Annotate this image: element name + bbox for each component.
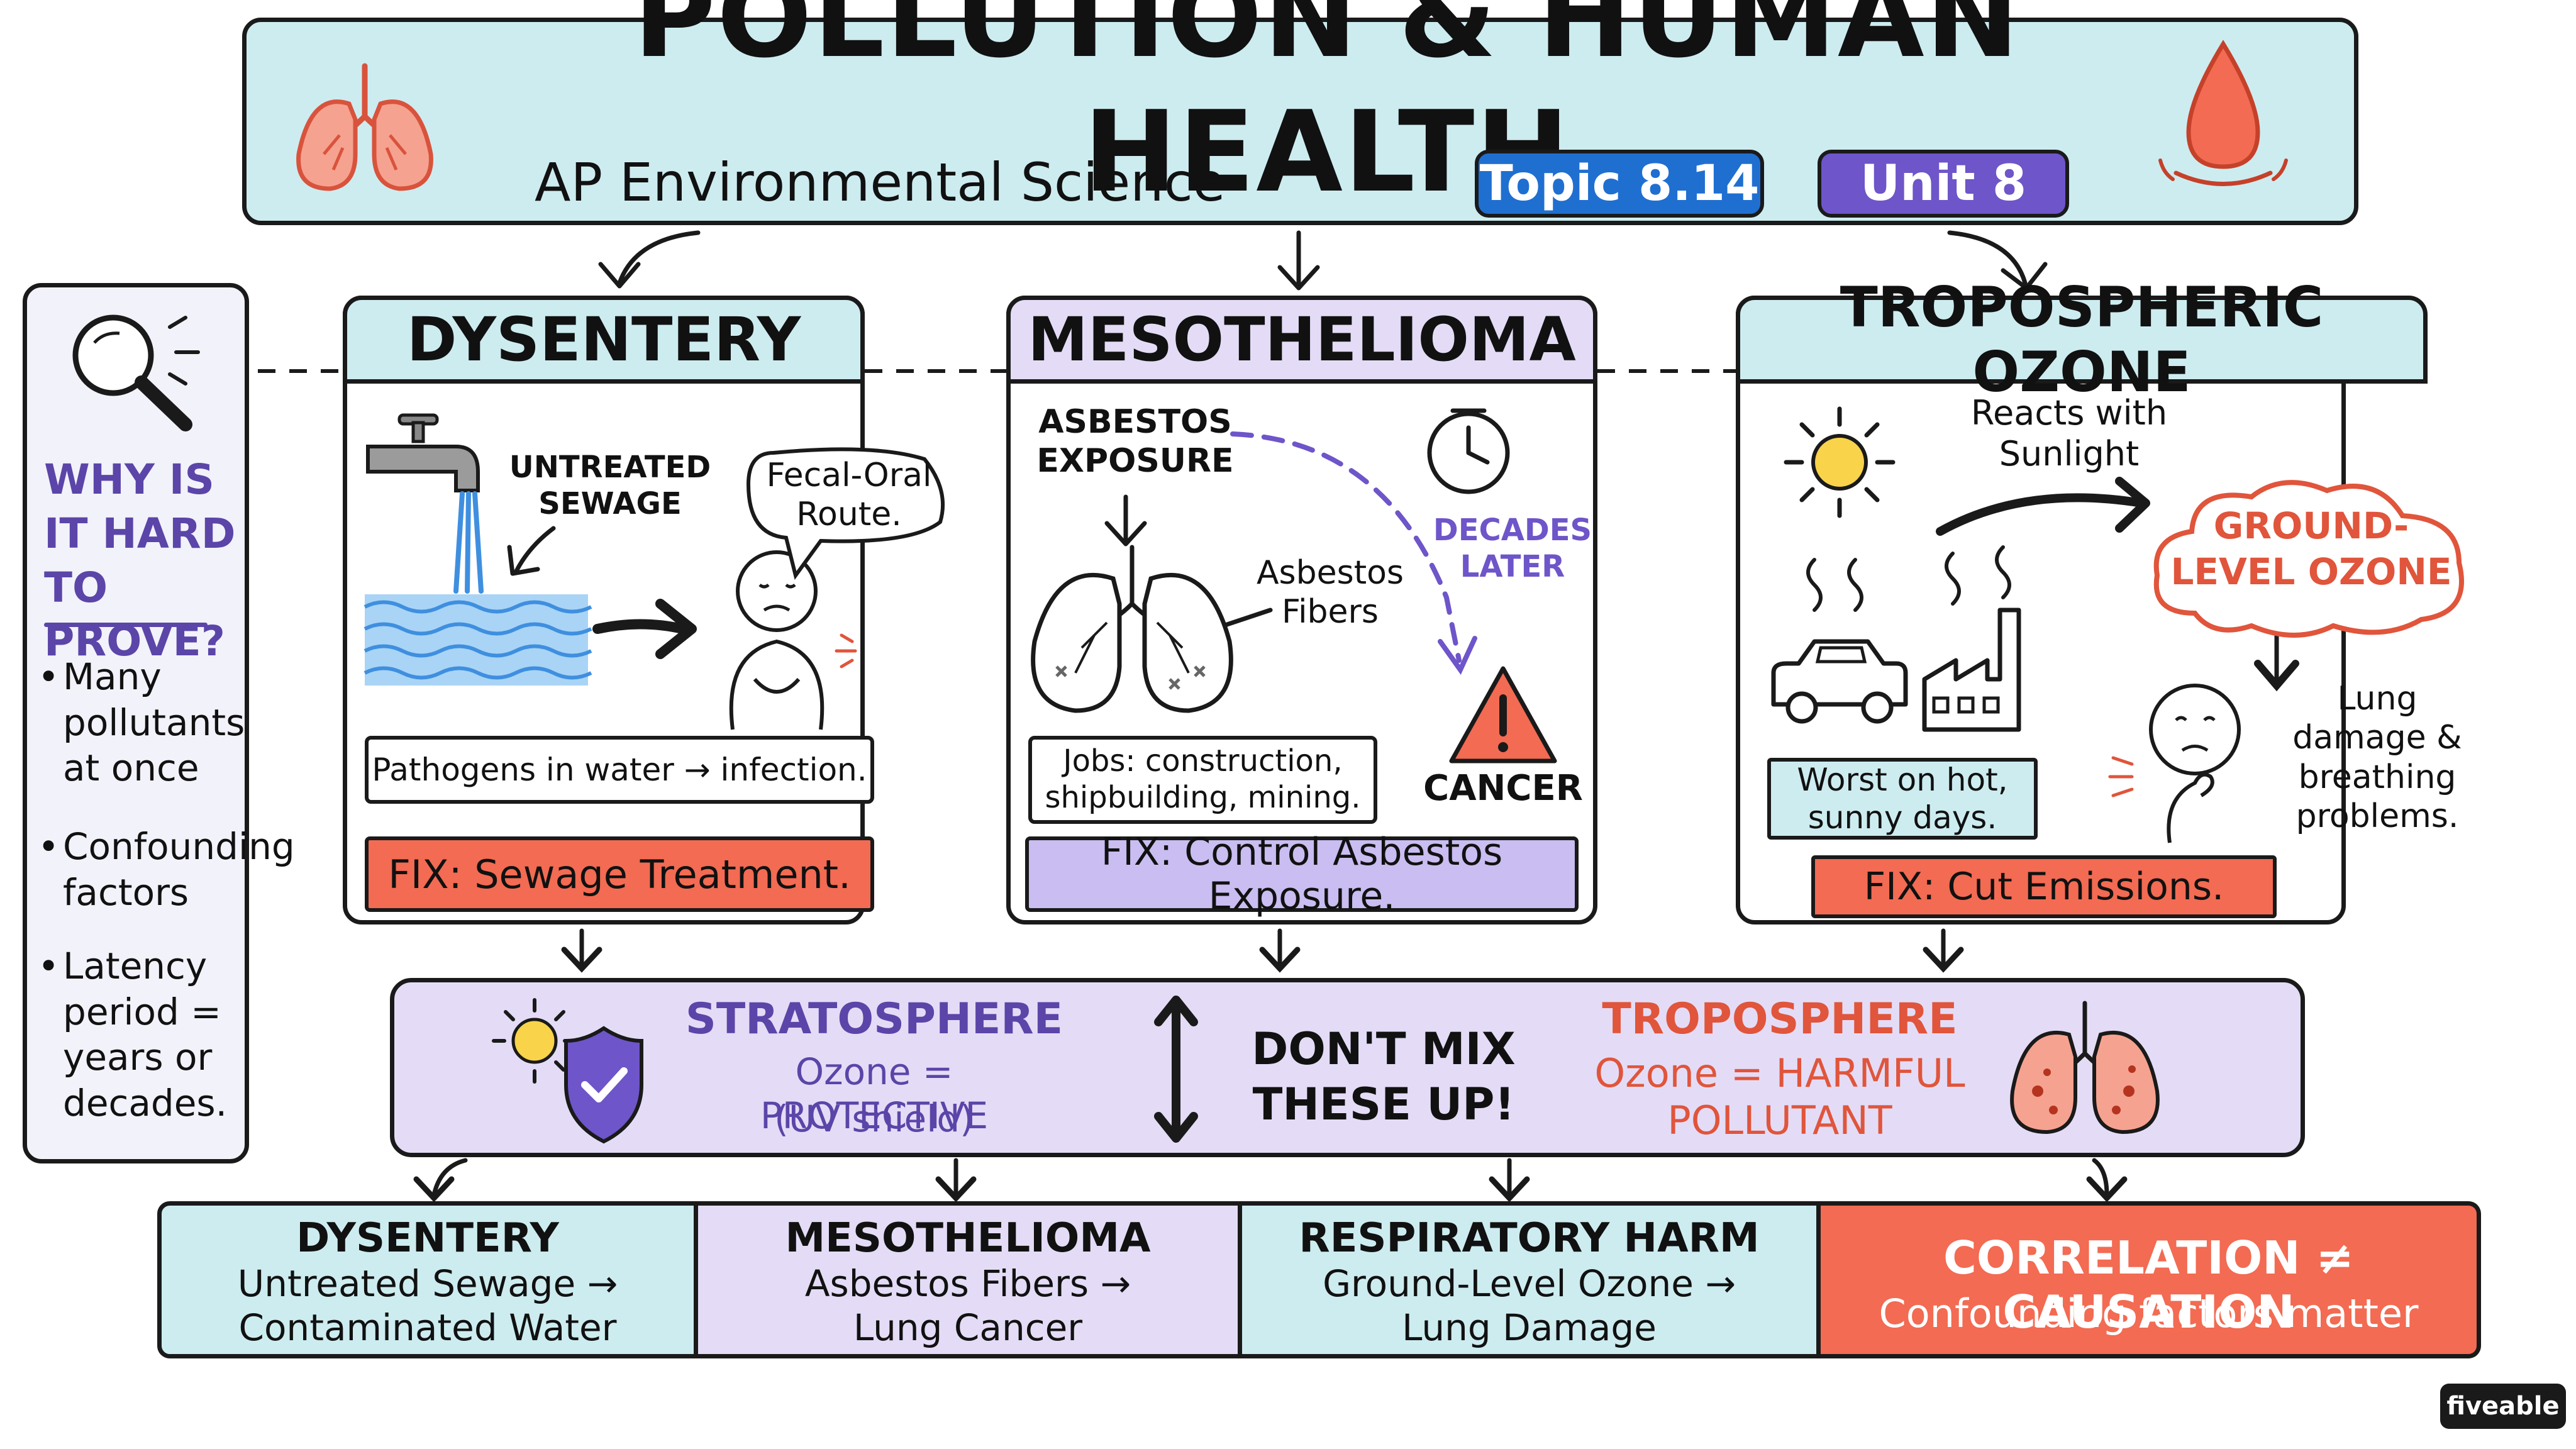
dysentery-fix: FIX: Sewage Treatment. bbox=[365, 836, 874, 912]
sidebar-bullet-3: • Latency period = years or decades. bbox=[38, 945, 228, 1124]
lung-damage-label: Lung damage & breathing problems. bbox=[2292, 680, 2462, 836]
troposphere-note: POLLUTANT bbox=[1667, 1097, 1892, 1143]
decades-later-label: DECADES LATER bbox=[1433, 513, 1592, 584]
page-subtitle: AP Environmental Science bbox=[535, 152, 1226, 213]
sidebar-bullet-2: • Confounding factors bbox=[38, 825, 295, 914]
mesothelioma-fix: FIX: Control Asbestos Exposure. bbox=[1025, 830, 1579, 918]
cloud-shape bbox=[2153, 480, 2464, 638]
summary-dysentery-line1: Untreated Sewage → bbox=[237, 1262, 618, 1305]
summary-mesothelioma-title: MESOTHELIOMA bbox=[785, 1215, 1151, 1262]
summary-correlation-title: CORRELATION ≠ CAUSATION bbox=[1943, 1231, 2354, 1339]
untreated-sewage-label: UNTREATED SEWAGE bbox=[509, 450, 711, 521]
magnifier-icon bbox=[72, 314, 200, 431]
summary-dysentery-line2: Contaminated Water bbox=[238, 1306, 617, 1349]
lungs-icon bbox=[296, 63, 433, 191]
troposphere-desc: Ozone = HARMFUL bbox=[1594, 1050, 1965, 1096]
double-arrow-icon bbox=[1154, 996, 1198, 1143]
factory-icon bbox=[1922, 545, 2021, 732]
stratosphere-desc: Ozone = PROTECTIVE bbox=[760, 1050, 989, 1137]
sidebar-bullet-1: • Many pollutants at once bbox=[38, 655, 245, 789]
clock-icon bbox=[1427, 408, 1510, 494]
cancer-label: CANCER bbox=[1423, 768, 1583, 809]
sidebar-divider bbox=[44, 623, 208, 627]
sidebar-panel bbox=[23, 283, 249, 1163]
water-waves-icon bbox=[364, 594, 592, 686]
comparison-band bbox=[390, 978, 2305, 1157]
mesothelioma-caption: Jobs: construction, shipbuilding, mining… bbox=[1028, 736, 1377, 824]
asbestos-exposure-label: ASBESTOS EXPOSURE bbox=[1036, 403, 1234, 480]
dysentery-caption: Pathogens in water → infection. bbox=[365, 736, 874, 804]
summary-mesothelioma-line2: Lung Cancer bbox=[853, 1306, 1083, 1349]
summary-correlation: CORRELATION ≠ CAUSATION Confounding fact… bbox=[1821, 1201, 2481, 1358]
troposphere-title: TROPOSPHERE bbox=[1602, 994, 1958, 1044]
asbestos-fibers-label: Asbestos Fibers bbox=[1256, 554, 1404, 631]
ground-level-ozone-label: GROUND-LEVEL OZONE bbox=[2170, 504, 2452, 593]
car-smoke-icon bbox=[1771, 558, 1908, 724]
mesothelioma-title: MESOTHELIOMA bbox=[1006, 296, 1597, 384]
summary-dysentery: DYSENTERY Untreated Sewage → Contaminate… bbox=[157, 1201, 698, 1358]
water-drop-icon bbox=[2158, 40, 2288, 186]
summary-respiratory-line1: Ground-Level Ozone → bbox=[1323, 1262, 1736, 1305]
summary-correlation-line1: Confounding factors matter bbox=[1879, 1291, 2419, 1336]
sun-icon bbox=[1784, 406, 1896, 518]
faucet-icon bbox=[366, 413, 484, 594]
topic-badge: Topic 8.14 bbox=[1475, 150, 1764, 218]
stratosphere-title: STRATOSPHERE bbox=[685, 994, 1063, 1044]
summary-mesothelioma: MESOTHELIOMA Asbestos Fibers → Lung Canc… bbox=[698, 1201, 1242, 1358]
speech-bubble-text: Fecal-Oral Route. bbox=[766, 457, 932, 534]
speech-bubble bbox=[746, 447, 945, 580]
stratosphere-note: (UV shield) bbox=[774, 1097, 974, 1140]
lungs-outline-icon bbox=[1031, 545, 1233, 713]
summary-respiratory: RESPIRATORY HARM Ground-Level Ozone → Lu… bbox=[1242, 1201, 1821, 1358]
damaged-lungs-icon bbox=[2010, 1001, 2160, 1135]
summary-respiratory-line2: Lung Damage bbox=[1402, 1306, 1657, 1349]
summary-respiratory-title: RESPIRATORY HARM bbox=[1299, 1215, 1760, 1262]
coughing-person-icon bbox=[2108, 684, 2241, 843]
reacts-sunlight-label: Reacts with Sunlight bbox=[1970, 393, 2168, 474]
header-banner bbox=[242, 18, 2358, 225]
summary-mesothelioma-line1: Asbestos Fibers → bbox=[804, 1262, 1131, 1305]
unit-badge: Unit 8 bbox=[1818, 150, 2069, 218]
warning-icon bbox=[1449, 666, 1557, 763]
ozone-caption: Worst on hot, sunny days. bbox=[1767, 758, 2038, 840]
summary-dysentery-title: DYSENTERY bbox=[296, 1215, 559, 1262]
dont-mix-label: DON'T MIX THESE UP! bbox=[1252, 1023, 1516, 1130]
fiveable-logo: fiveable bbox=[2440, 1384, 2566, 1429]
dysentery-title: DYSENTERY bbox=[343, 296, 865, 384]
sun-shield-icon bbox=[492, 998, 643, 1144]
ozone-fix: FIX: Cut Emissions. bbox=[1811, 855, 2277, 918]
